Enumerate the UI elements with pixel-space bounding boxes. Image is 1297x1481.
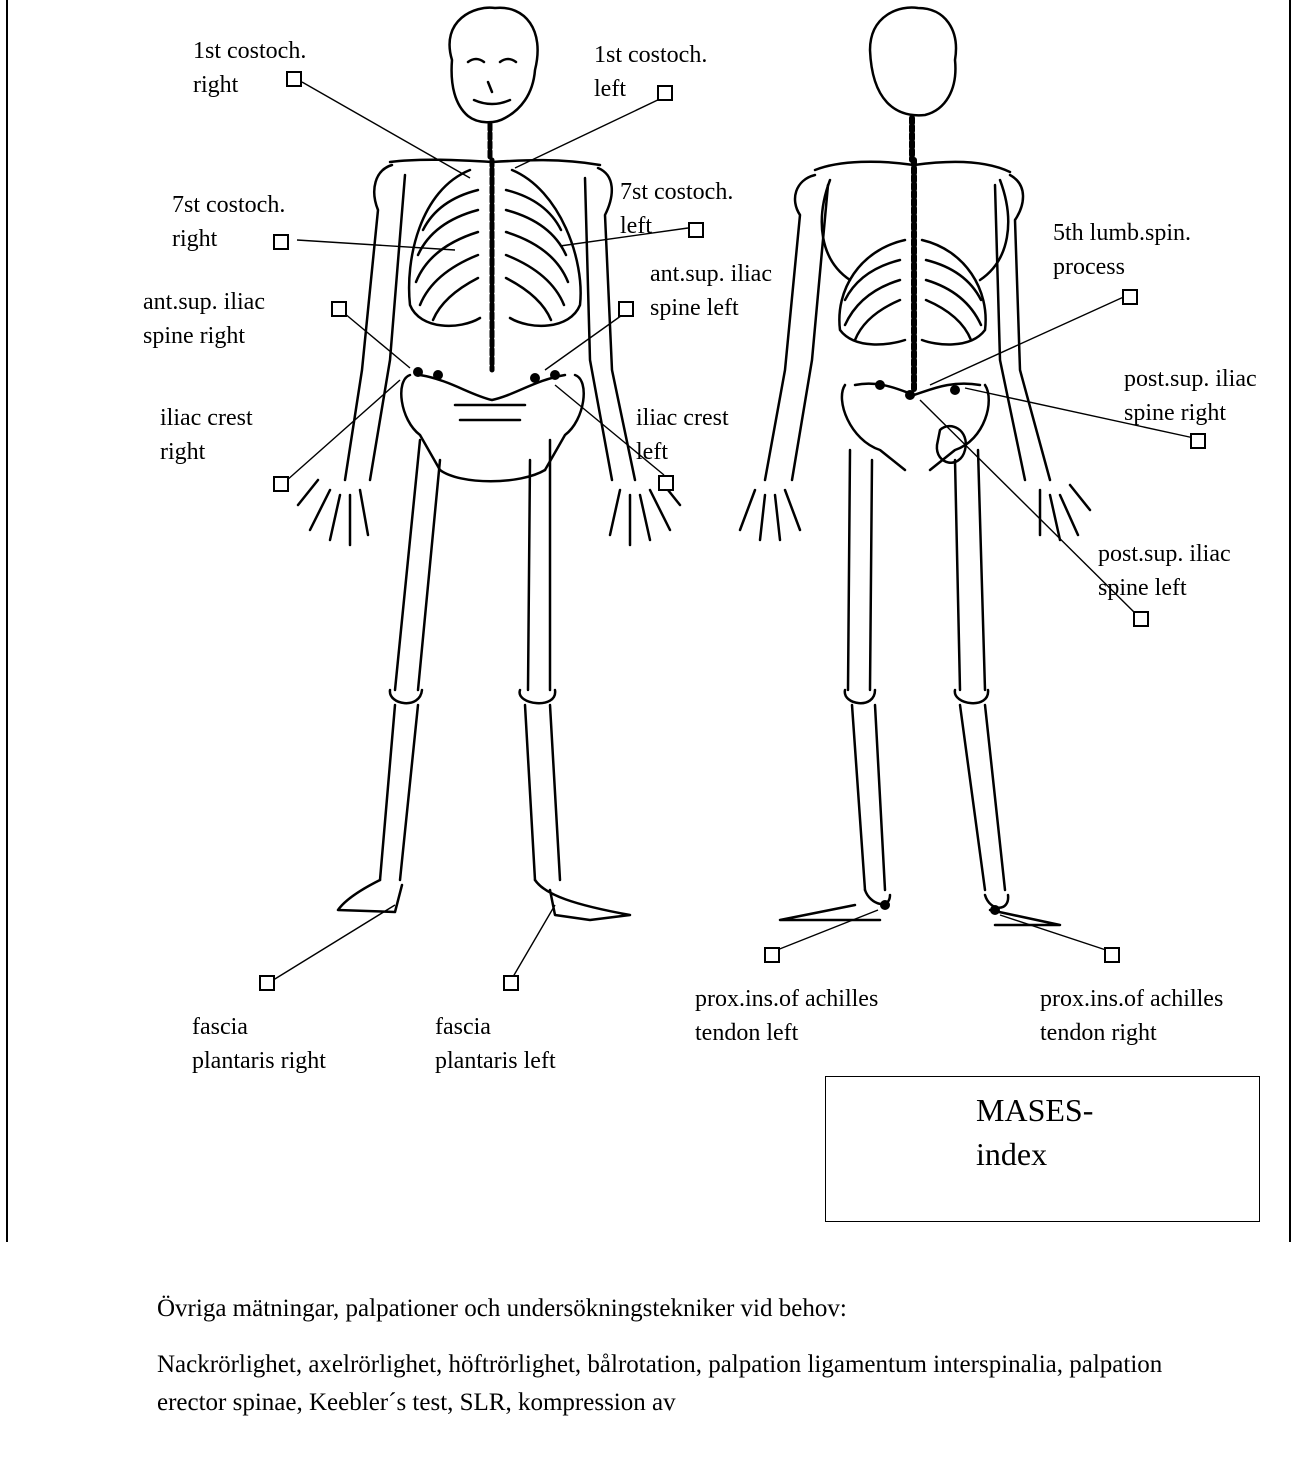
label-asis-left: ant.sup. iliac spine left <box>650 257 772 325</box>
front-skeleton <box>298 8 680 920</box>
checkbox-iliac-crest-right[interactable] <box>273 476 289 492</box>
label-psis-right: post.sup. iliac spine right <box>1124 362 1257 430</box>
label-achilles-left: prox.ins.of achilles tendon left <box>695 982 878 1050</box>
checkbox-5th-lumb-spin-process[interactable] <box>1122 289 1138 305</box>
other-measurements-heading: Övriga mätningar, palpationer och unders… <box>157 1292 847 1326</box>
checkbox-asis-left[interactable] <box>618 301 634 317</box>
label-asis-right: ant.sup. iliac spine right <box>143 285 265 353</box>
other-measurements-text: Nackrörlighet, axelrörlighet, höftrörlig… <box>157 1346 1217 1481</box>
back-skeleton <box>740 7 1090 925</box>
mases-index-label: MASES- index <box>976 1088 1093 1176</box>
label-achilles-right: prox.ins.of achilles tendon right <box>1040 982 1223 1050</box>
checkbox-7st-costoch-left[interactable] <box>688 222 704 238</box>
label-1st-costoch-left: 1st costoch. left <box>594 38 707 106</box>
checkbox-1st-costoch-left[interactable] <box>657 85 673 101</box>
checkbox-fascia-plantaris-left[interactable] <box>503 975 519 991</box>
checkbox-achilles-left[interactable] <box>764 947 780 963</box>
label-7st-costoch-left: 7st costoch. left <box>620 175 733 243</box>
checkbox-iliac-crest-left[interactable] <box>658 475 674 491</box>
label-1st-costoch-right: 1st costoch. right <box>193 34 306 102</box>
checkbox-achilles-right[interactable] <box>1104 947 1120 963</box>
checkbox-psis-left[interactable] <box>1133 611 1149 627</box>
label-psis-left: post.sup. iliac spine left <box>1098 537 1231 605</box>
checkbox-fascia-plantaris-right[interactable] <box>259 975 275 991</box>
label-iliac-crest-right: iliac crest right <box>160 401 253 469</box>
checkbox-7st-costoch-right[interactable] <box>273 234 289 250</box>
label-5th-lumb-spin-process: 5th lumb.spin. process <box>1053 216 1191 284</box>
label-fascia-plantaris-right: fascia plantaris right <box>192 1010 326 1078</box>
label-iliac-crest-left: iliac crest left <box>636 401 729 469</box>
checkbox-1st-costoch-right[interactable] <box>286 71 302 87</box>
checkbox-psis-right[interactable] <box>1190 433 1206 449</box>
checkbox-asis-right[interactable] <box>331 301 347 317</box>
label-7st-costoch-right: 7st costoch. right <box>172 188 285 256</box>
label-fascia-plantaris-left: fascia plantaris left <box>435 1010 556 1078</box>
